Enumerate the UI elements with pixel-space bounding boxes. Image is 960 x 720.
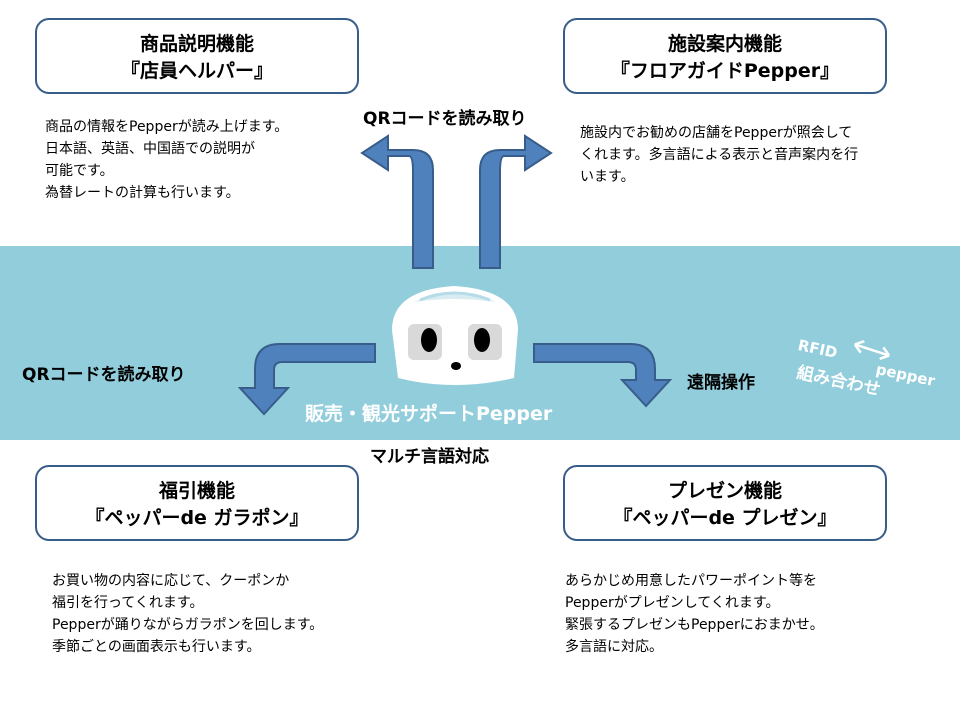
feature-subtitle: 『店員ヘルパー』: [120, 60, 273, 82]
description-presentation: あらかじめ用意したパワーポイント等を Pepperがプレゼンしてくれます。 緊張…: [565, 573, 824, 655]
pepper-robot-icon: [392, 286, 518, 385]
arrow-down-right: [533, 343, 673, 408]
feature-title: 商品説明機能: [139, 33, 254, 55]
label-remote: 遠隔操作: [687, 373, 755, 393]
feature-title: プレゼン機能: [667, 480, 782, 502]
feature-title: 福引機能: [158, 480, 235, 502]
center-title: 販売・観光サポートPepper: [305, 403, 553, 425]
label-qr-top: QRコードを読み取り: [363, 109, 527, 129]
double-arrow-icon: [853, 340, 891, 360]
feature-subtitle: 『フロアガイドPepper』: [610, 60, 840, 82]
feature-box-lottery: 福引機能 『ペッパーde ガラポン』: [35, 465, 359, 541]
feature-box-product: 商品説明機能 『店員ヘルパー』: [35, 18, 359, 94]
description-lottery: お買い物の内容に応じて、クーポンか 福引を行ってくれます。 Pepperが踊りな…: [52, 573, 324, 655]
description-product: 商品の情報をPepperが読み上げます。 日本語、英語、中国語での説明が 可能で…: [45, 119, 289, 201]
feature-title: 施設案内機能: [667, 33, 782, 55]
multilang-label: マルチ言語対応: [370, 447, 489, 467]
description-facility: 施設内でお勧めの店舗をPepperが照会して くれます。多言語による表示と音声案…: [580, 125, 859, 185]
arrow-up-right: [479, 134, 553, 269]
arrow-up-left: [360, 134, 434, 269]
arrow-down-left: [237, 343, 376, 416]
feature-subtitle: 『ペッパーde ガラポン』: [85, 507, 309, 529]
feature-box-presentation: プレゼン機能 『ペッパーde プレゼン』: [563, 465, 887, 541]
feature-subtitle: 『ペッパーde プレゼン』: [613, 507, 837, 529]
feature-box-facility: 施設案内機能 『フロアガイドPepper』: [563, 18, 887, 94]
label-qr-left: QRコードを読み取り: [22, 365, 186, 385]
